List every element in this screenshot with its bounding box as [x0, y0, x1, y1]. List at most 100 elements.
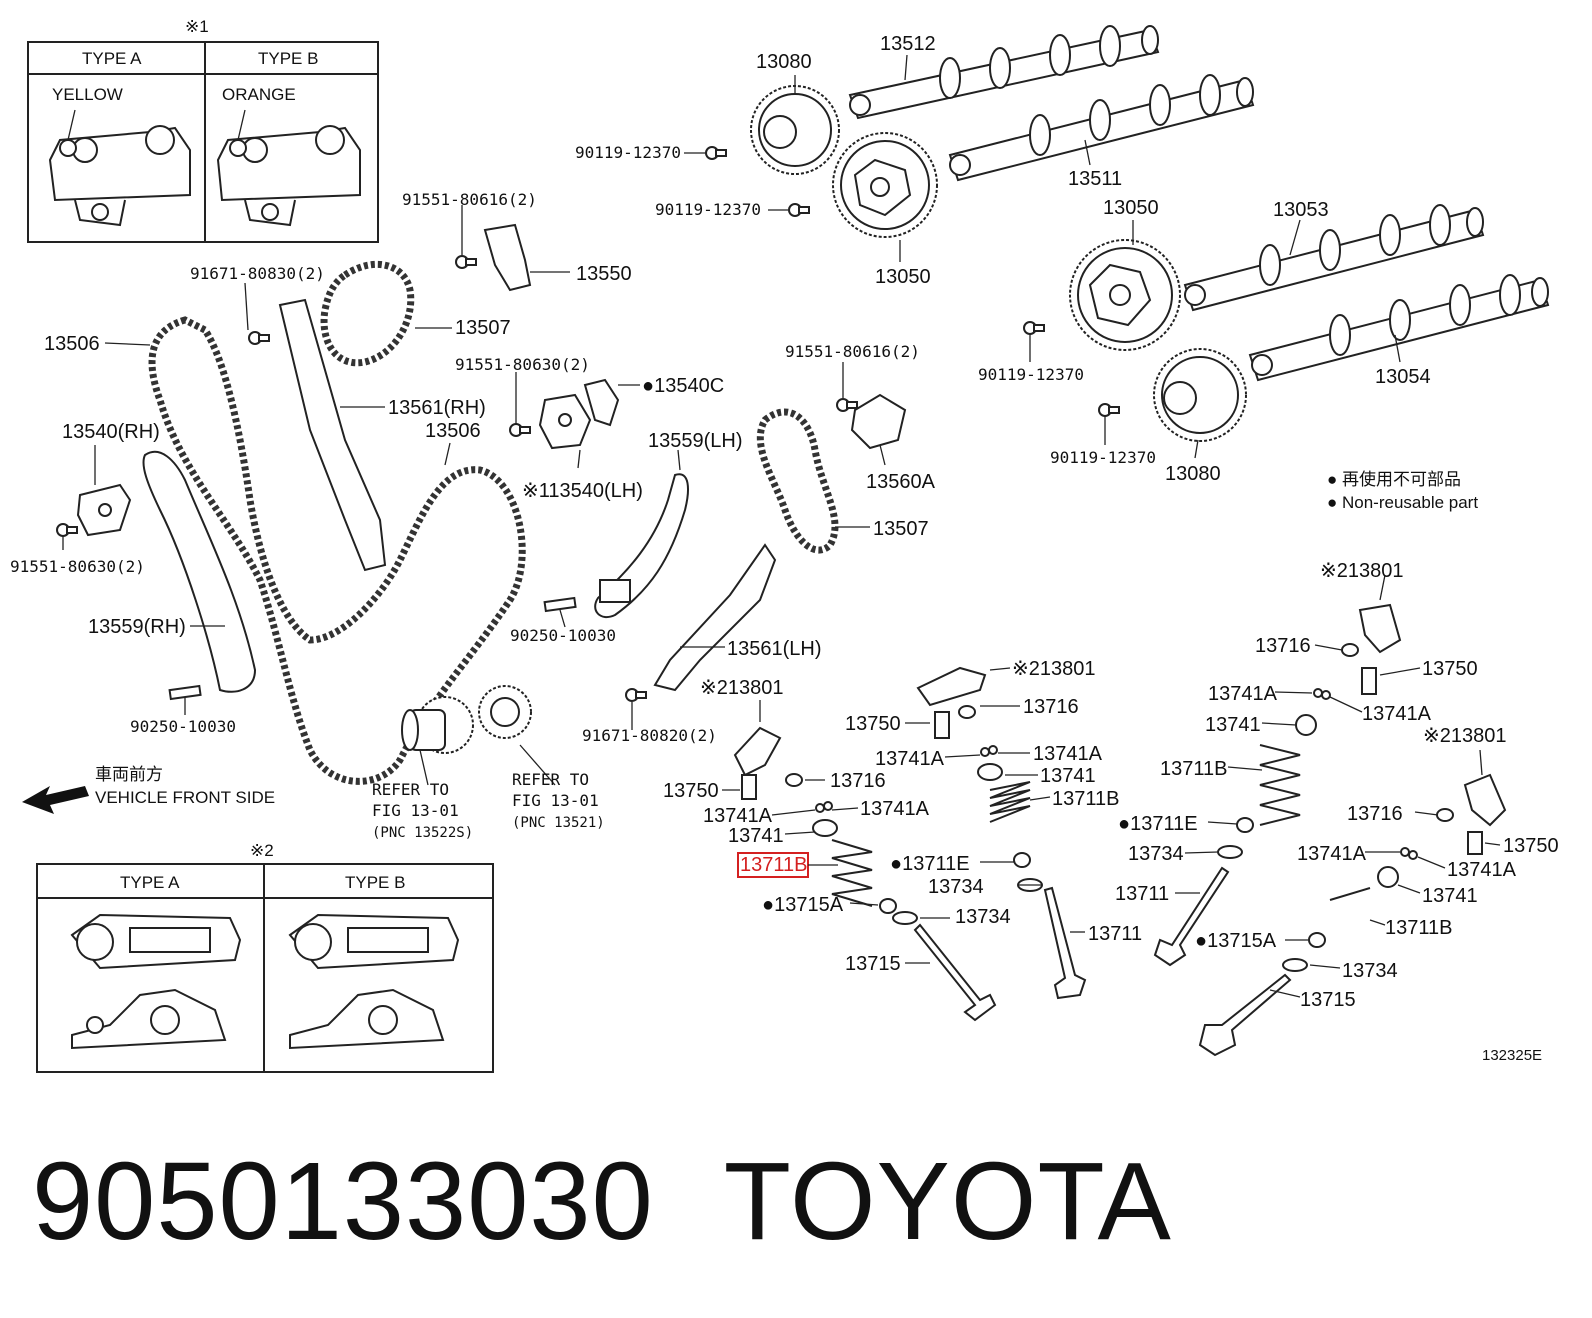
label-13506-mid: 13506 [425, 420, 481, 442]
label-13734-b: 13734 [955, 906, 1011, 928]
refer-2-line1: REFER TO [512, 770, 589, 789]
rocker-arm-type-a-illustration [70, 913, 242, 1050]
legend-jp: ● 再使用不可部品 [1327, 469, 1461, 489]
label-13711b-d: 13711B [1385, 917, 1452, 939]
label-13741a-2: 13741A [1033, 743, 1103, 765]
chain-tensioner-13540-lh [538, 393, 592, 450]
type-box-2-col-a: TYPE A [120, 873, 180, 892]
label-13711b-b-highlighted: 13711B [740, 854, 807, 876]
type-box-2-col-b: TYPE B [345, 873, 405, 892]
label-13716-d: 13716 [1347, 803, 1403, 825]
chain-guide-13561-rh [278, 298, 387, 572]
label-13750-c: 13750 [1422, 658, 1478, 680]
label-13050-top: 13050 [1103, 197, 1159, 219]
refer-2-line2: FIG 13-01 [512, 791, 599, 810]
label-13741-c: 13741 [1205, 714, 1261, 736]
valve-train [733, 603, 1507, 1057]
front-arrow-icon [22, 786, 89, 814]
legend-en: ● Non-reusable part [1327, 493, 1478, 512]
label-13801-b: ※213801 [700, 677, 784, 699]
label-13053: 13053 [1273, 199, 1329, 221]
tensioner-type-a-illustration [48, 109, 191, 227]
label-13716-a: 13716 [1023, 696, 1079, 718]
label-90250-b: 90250-10030 [130, 717, 236, 736]
label-13741a-7: 13741A [1297, 843, 1367, 865]
label-90119-a: 90119-12370 [575, 143, 681, 162]
chain-tensioner-13540-rh [76, 483, 132, 537]
refer-1-line2: FIG 13-01 [372, 801, 459, 820]
footer-brand: TOYOTA [723, 1140, 1172, 1263]
label-13741-d: 13741 [1422, 885, 1478, 907]
refer-note-2: REFER TO FIG 13-01 (PNC 13521) [512, 770, 605, 831]
label-13715-b: 13715 [1300, 989, 1356, 1011]
part-labels: 13080 13512 90119-12370 90119-12370 1351… [10, 33, 1559, 1011]
type-box-1-col-a: TYPE A [82, 49, 142, 68]
parts-diagram: ※1 TYPE A TYPE B YELLOW ORANGE [10, 17, 1559, 1073]
label-13734-d: 13734 [1342, 960, 1398, 982]
chain-slipper-13559-lh [594, 473, 689, 618]
label-90119-d: 90119-12370 [1050, 448, 1156, 467]
label-13540-lh: ※113540(LH) [522, 480, 643, 502]
type-box-1-color-a: YELLOW [52, 85, 123, 104]
refer-2-line3: (PNC 13521) [512, 815, 605, 831]
vehicle-front-indicator: 車両前方 VEHICLE FRONT SIDE [22, 765, 275, 814]
legend: ● 再使用不可部品 ● Non-reusable part [1327, 469, 1478, 512]
label-13080-top: 13080 [756, 51, 812, 73]
label-13750-b: 13750 [663, 780, 719, 802]
type-box-2: ※2 TYPE A TYPE B [36, 841, 494, 1073]
label-13750-d: 13750 [1503, 835, 1559, 857]
timing-chain-13506 [148, 316, 526, 785]
type-box-1-col-b: TYPE B [258, 49, 318, 68]
refer-1-line3: (PNC 13522S) [372, 825, 473, 841]
valve-springs [831, 744, 1371, 907]
label-13801-a: ※213801 [1012, 658, 1096, 680]
camshaft-13054 [1248, 274, 1550, 382]
label-13711b-a: 13711B [1052, 788, 1119, 810]
label-13054: 13054 [1375, 366, 1431, 388]
label-13560a: 13560A [866, 471, 936, 493]
gasket-13540c [583, 378, 620, 427]
label-13511: 13511 [1068, 168, 1122, 190]
chain-tensioner-13550 [483, 223, 532, 292]
front-jp: 車両前方 [95, 765, 163, 784]
label-13507-mid: 13507 [873, 518, 929, 540]
figure-code: 132325E [1482, 1047, 1542, 1064]
label-13711-a: 13711 [1088, 923, 1142, 945]
front-en: VEHICLE FRONT SIDE [95, 788, 275, 807]
label-13741a-6: 13741A [1362, 703, 1432, 725]
rocker-arm-type-b-illustration [288, 913, 460, 1050]
label-13711b-c: 13711B [1160, 758, 1227, 780]
label-90250-a: 90250-10030 [510, 626, 616, 645]
label-13741a-4: 13741A [860, 798, 930, 820]
type-box-1-note: ※1 [185, 17, 209, 36]
refer-1-line1: REFER TO [372, 780, 449, 799]
crank-sprockets [401, 685, 532, 754]
label-91551-80616-a: 91551-80616(2) [402, 190, 537, 209]
chain-slipper-13559-rh [142, 450, 257, 693]
label-13540c: ●13540C [642, 375, 724, 397]
label-13801-c: ※213801 [1320, 560, 1404, 582]
label-13741a-8: 13741A [1447, 859, 1517, 881]
cam-gear-13050-top [832, 132, 938, 238]
chain-tensioner-13560a [850, 393, 907, 450]
label-91551-80616-b: 91551-80616(2) [785, 342, 920, 361]
label-13716-b: 13716 [830, 770, 886, 792]
label-13561-lh: 13561(LH) [727, 638, 822, 660]
chain-guide-13561-lh [653, 543, 777, 692]
label-13716-c: 13716 [1255, 635, 1311, 657]
bolts [56, 146, 1120, 702]
footer-part-number: 9050133030 [32, 1140, 654, 1263]
label-13715a-a: ●13715A [762, 894, 844, 916]
type-box-1: ※1 TYPE A TYPE B YELLOW ORANGE [27, 17, 379, 243]
type-box-2-note: ※2 [250, 841, 274, 860]
label-13741a-1: 13741A [875, 748, 945, 770]
camshaft-13511 [948, 74, 1255, 182]
cam-gear-13080-top [750, 85, 840, 175]
label-13050-bottom: 13050 [875, 266, 931, 288]
label-13741-b: 13741 [728, 825, 784, 847]
label-13559-rh: 13559(RH) [88, 616, 186, 638]
label-91551-80630-b: 91551-80630(2) [10, 557, 145, 576]
label-13741-a: 13741 [1040, 765, 1096, 787]
tensioner-type-b-illustration [216, 109, 361, 227]
cam-gear-13080-bottom [1153, 348, 1247, 442]
